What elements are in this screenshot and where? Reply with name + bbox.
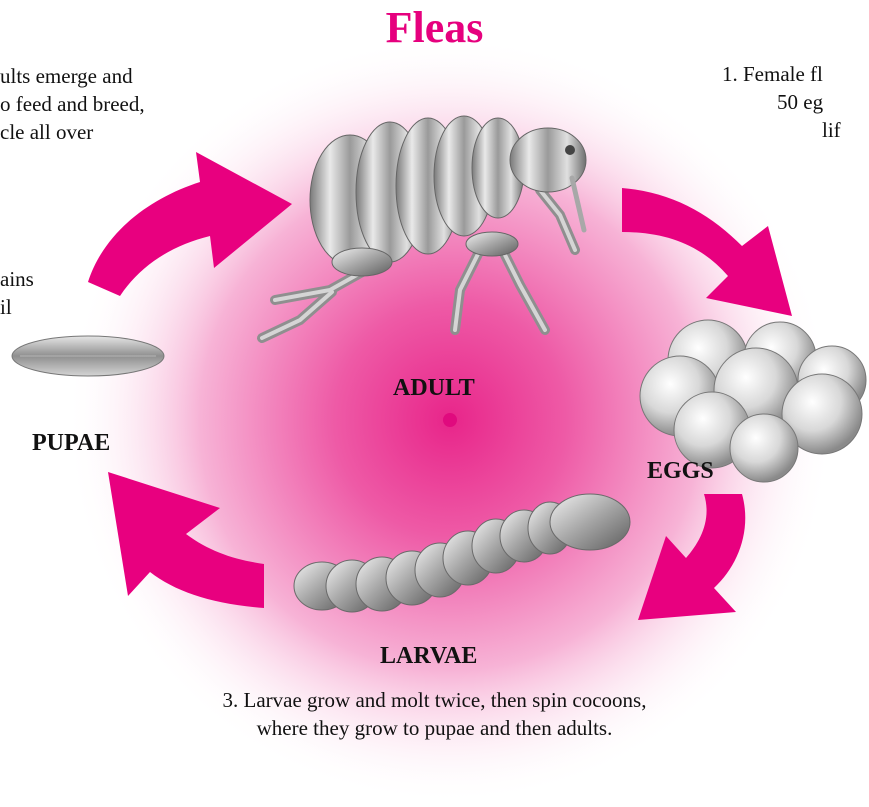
step3-caption-line1: 3. Larvae grow and molt twice, then spin…	[0, 686, 869, 714]
center-dot	[443, 413, 457, 427]
step4-caption-line1: ults emerge and	[0, 62, 133, 90]
step4-caption-line4: ains	[0, 265, 34, 293]
step3-caption-line2: where they grow to pupae and then adults…	[0, 714, 869, 742]
step4-caption-line2: o feed and breed,	[0, 90, 145, 118]
step1-caption-line3: lif	[822, 116, 841, 144]
step1-caption-line2: 50 eg	[777, 88, 823, 116]
step4-caption-line5: il	[0, 293, 12, 321]
step4-caption-line3: cle all over	[0, 118, 93, 146]
pupa-icon	[12, 336, 164, 376]
diagram-title: Fleas	[0, 2, 869, 53]
stage-label-eggs: EGGS	[647, 458, 714, 485]
stage-label-adult: ADULT	[393, 375, 475, 402]
stage-label-pupae: PUPAE	[32, 430, 110, 457]
step1-caption-line1: 1. Female fl	[722, 60, 823, 88]
stage-label-larvae: LARVAE	[380, 643, 477, 670]
